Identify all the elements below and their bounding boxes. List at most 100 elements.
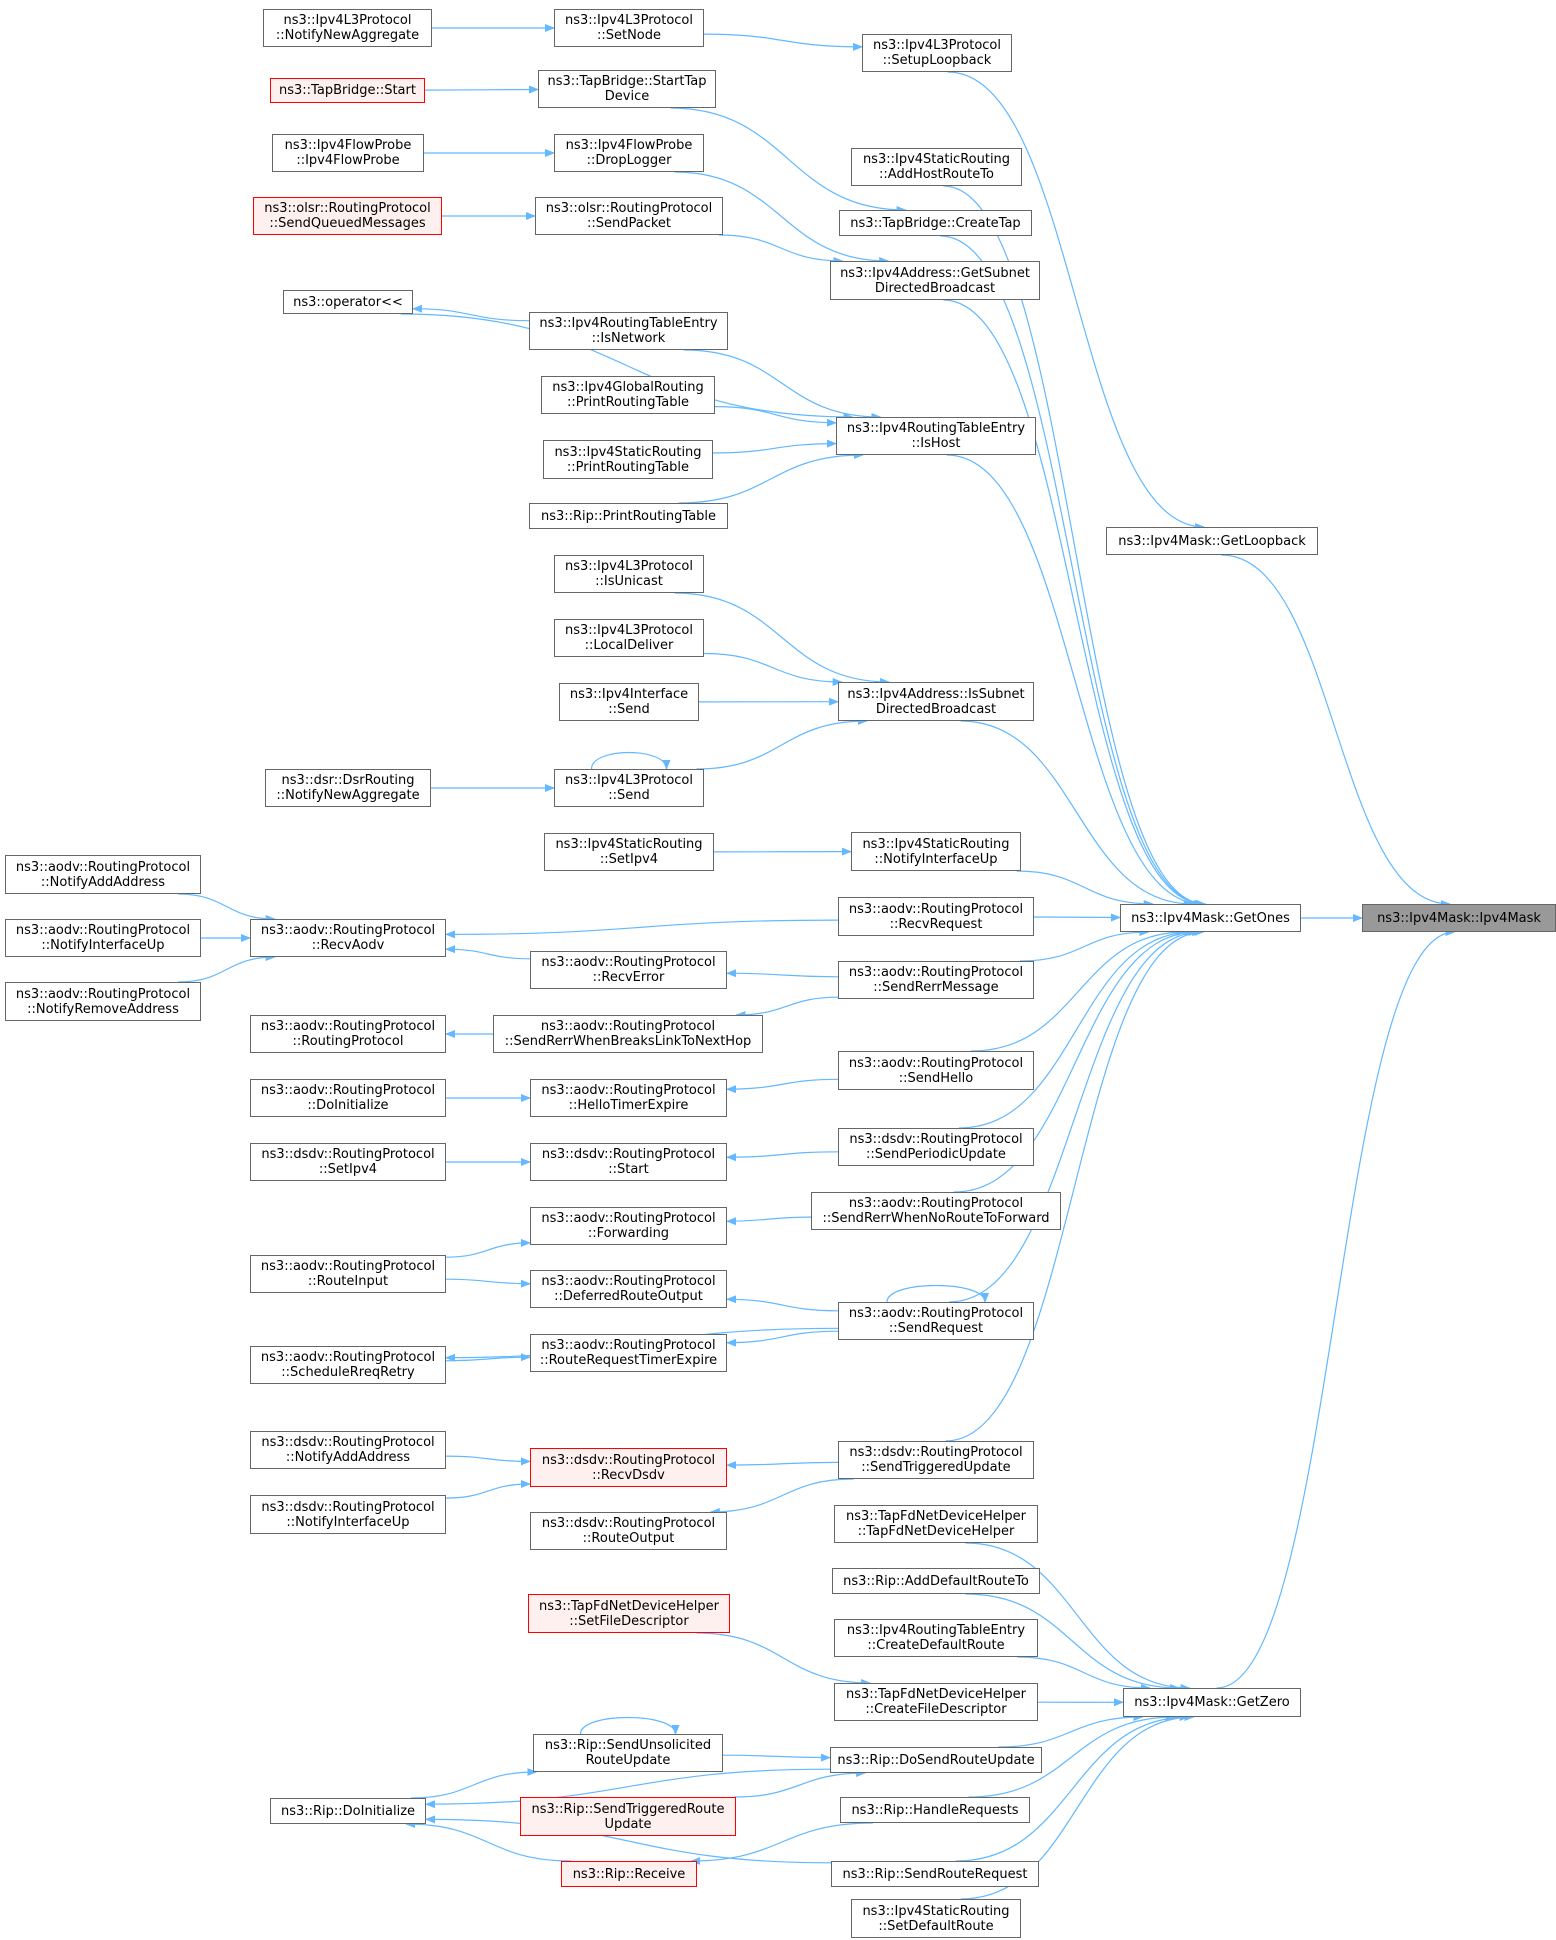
node-root[interactable]: ns3::Ipv4Mask::Ipv4Mask: [1362, 904, 1556, 932]
node-label-line: ns3::dsdv::RoutingProtocol: [849, 1132, 1023, 1147]
node-label: ns3::Ipv4RoutingTableEntry::IsHost: [847, 421, 1025, 451]
node-label: ns3::dsdv::RoutingProtocol::Start: [542, 1147, 715, 1177]
node-dsdvrecvdsdv[interactable]: ns3::dsdv::RoutingProtocol::RecvDsdv: [530, 1448, 727, 1487]
node-label: ns3::Rip::PrintRoutingTable: [541, 509, 716, 524]
node-globalprint[interactable]: ns3::Ipv4GlobalRouting::PrintRoutingTabl…: [541, 376, 715, 414]
node-aodvsendrerrnoroute[interactable]: ns3::aodv::RoutingProtocol::SendRerrWhen…: [811, 1192, 1061, 1230]
node-setnode[interactable]: ns3::Ipv4L3Protocol::SetNode: [554, 9, 704, 47]
node-label-line: ns3::Ipv4L3Protocol: [565, 773, 693, 788]
node-label: ns3::TapFdNetDeviceHelper::CreateFileDes…: [846, 1687, 1026, 1717]
node-dsdvnotifyup[interactable]: ns3::dsdv::RoutingProtocol::NotifyInterf…: [250, 1495, 446, 1534]
node-aodvhellotimer[interactable]: ns3::aodv::RoutingProtocol::HelloTimerEx…: [530, 1079, 727, 1117]
node-staticprint[interactable]: ns3::Ipv4StaticRouting::PrintRoutingTabl…: [543, 440, 713, 479]
node-label-line: ns3::Ipv4RoutingTableEntry: [539, 316, 718, 331]
node-addhostroute[interactable]: ns3::Ipv4StaticRouting::AddHostRouteTo: [851, 148, 1022, 186]
node-ishost[interactable]: ns3::Ipv4RoutingTableEntry::IsHost: [836, 417, 1036, 455]
node-tapfdctor[interactable]: ns3::TapFdNetDeviceHelper::TapFdNetDevic…: [834, 1505, 1038, 1543]
node-riphandlerequests[interactable]: ns3::Rip::HandleRequests: [840, 1797, 1030, 1823]
node-ifacesend[interactable]: ns3::Ipv4Interface::Send: [559, 683, 699, 721]
node-dsdvsendtriggered[interactable]: ns3::dsdv::RoutingProtocol::SendTriggere…: [838, 1441, 1034, 1479]
node-ripprint[interactable]: ns3::Rip::PrintRoutingTable: [529, 503, 728, 529]
node-ripreceive[interactable]: ns3::Rip::Receive: [561, 1861, 697, 1887]
node-label-line: ::DeferredRouteOutput: [554, 1289, 703, 1304]
edge-issubnetdb-to-getones: [960, 720, 1194, 908]
node-fpctor[interactable]: ns3::Ipv4FlowProbe::Ipv4FlowProbe: [272, 134, 424, 172]
edge-staticnotifyup-to-getones: [1016, 870, 1154, 908]
node-dsdvsetipv4[interactable]: ns3::dsdv::RoutingProtocol::SetIpv4: [250, 1143, 446, 1181]
node-aodvrecvaodv[interactable]: ns3::aodv::RoutingProtocol::RecvAodv: [250, 919, 446, 957]
node-aodvsendrerrbreaks[interactable]: ns3::aodv::RoutingProtocol::SendRerrWhen…: [493, 1015, 763, 1053]
node-tapfdsetfd[interactable]: ns3::TapFdNetDeviceHelper::SetFileDescri…: [528, 1594, 730, 1633]
node-label: ns3::Ipv4Mask::Ipv4Mask: [1377, 911, 1541, 926]
node-label: ns3::Rip::SendRouteRequest: [843, 1867, 1028, 1882]
node-l3send[interactable]: ns3::Ipv4L3Protocol::Send: [554, 769, 704, 807]
node-dsdvstart[interactable]: ns3::dsdv::RoutingProtocol::Start: [530, 1143, 727, 1181]
node-label-line: ::RecvDsdv: [592, 1467, 665, 1483]
node-aodvrecverror[interactable]: ns3::aodv::RoutingProtocol::RecvError: [530, 951, 727, 989]
edge-aodvrecverror-to-aodvrecvaodv: [445, 945, 531, 960]
node-getones[interactable]: ns3::Ipv4Mask::GetOnes: [1120, 904, 1301, 932]
node-staticsetdefault[interactable]: ns3::Ipv4StaticRouting::SetDefaultRoute: [851, 1899, 1021, 1938]
node-aodvschedule[interactable]: ns3::aodv::RoutingProtocol::ScheduleRreq…: [250, 1346, 446, 1384]
node-label-line: ::SendTriggeredUpdate: [861, 1460, 1011, 1475]
node-getzero[interactable]: ns3::Ipv4Mask::GetZero: [1123, 1688, 1301, 1717]
node-label-line: DirectedBroadcast: [874, 280, 996, 296]
node-label: ns3::aodv::RoutingProtocol::HelloTimerEx…: [541, 1083, 715, 1113]
node-aodvnotifyup[interactable]: ns3::aodv::RoutingProtocol::NotifyInterf…: [5, 919, 201, 957]
node-label: ns3::TapBridge::Start: [279, 83, 416, 98]
node-dsdvrouteoutput[interactable]: ns3::dsdv::RoutingProtocol::RouteOutput: [530, 1512, 727, 1550]
node-tapfdcreatefd[interactable]: ns3::TapFdNetDeviceHelper::CreateFileDes…: [834, 1683, 1038, 1721]
node-dsrnotify[interactable]: ns3::dsr::DsrRouting::NotifyNewAggregate: [265, 769, 431, 807]
node-staticnotifyup[interactable]: ns3::Ipv4StaticRouting::NotifyInterfaceU…: [851, 832, 1021, 871]
node-aodvroutereqtimer[interactable]: ns3::aodv::RoutingProtocol::RouteRequest…: [530, 1334, 727, 1372]
node-ripdosend[interactable]: ns3::Rip::DoSendRouteUpdate: [830, 1747, 1042, 1773]
edge-dsdvsendperiodic-to-getones: [958, 928, 1195, 1129]
edge-ripsendunsolicited-to-ripdosend: [722, 1753, 831, 1762]
node-aodvrecvrequest[interactable]: ns3::aodv::RoutingProtocol::RecvRequest: [838, 897, 1034, 936]
node-isnetwork[interactable]: ns3::Ipv4RoutingTableEntry::IsNetwork: [529, 312, 728, 350]
node-aodvdoinit[interactable]: ns3::aodv::RoutingProtocol::DoInitialize: [250, 1079, 446, 1117]
node-olsrsendpacket[interactable]: ns3::olsr::RoutingProtocol::SendPacket: [535, 197, 723, 235]
node-dsdvnotifyadd[interactable]: ns3::dsdv::RoutingProtocol::NotifyAddAdd…: [250, 1431, 446, 1469]
node-ripsendroutereq[interactable]: ns3::Rip::SendRouteRequest: [831, 1861, 1039, 1887]
node-rtecreatedefault[interactable]: ns3::Ipv4RoutingTableEntry::CreateDefaul…: [834, 1619, 1038, 1657]
node-ripadddefault[interactable]: ns3::Rip::AddDefaultRouteTo: [832, 1568, 1040, 1594]
edge-ripdosend-to-getzero: [998, 1713, 1144, 1748]
node-label: ns3::Rip::Receive: [573, 1867, 686, 1882]
node-isunicast[interactable]: ns3::Ipv4L3Protocol::IsUnicast: [554, 555, 704, 593]
node-label-line: ns3::Ipv4Address::GetSubnet: [840, 265, 1030, 281]
edge-l3send-to-issubnetdb: [696, 717, 868, 770]
node-opshift[interactable]: ns3::operator<<: [283, 290, 413, 314]
node-aodvsendrerr[interactable]: ns3::aodv::RoutingProtocol::SendRerrMess…: [838, 961, 1034, 999]
node-label-line: ns3::Ipv4Mask::GetOnes: [1131, 910, 1290, 926]
node-localdeliver[interactable]: ns3::Ipv4L3Protocol::LocalDeliver: [554, 619, 704, 657]
node-label-line: ns3::aodv::RoutingProtocol: [260, 1350, 436, 1365]
node-notifynewagg1[interactable]: ns3::Ipv4L3Protocol::NotifyNewAggregate: [263, 9, 432, 47]
node-label: ns3::dsdv::RoutingProtocol::RecvDsdv: [542, 1453, 715, 1483]
node-olsrsendqueued[interactable]: ns3::olsr::RoutingProtocol::SendQueuedMe…: [253, 197, 442, 235]
node-getloopback[interactable]: ns3::Ipv4Mask::GetLoopback: [1106, 527, 1318, 555]
node-ripdoinit[interactable]: ns3::Rip::DoInitialize: [270, 1798, 426, 1824]
node-aodvnotifyremove[interactable]: ns3::aodv::RoutingProtocol::NotifyRemove…: [5, 982, 201, 1021]
node-label-line: ns3::TapBridge::Start: [279, 83, 416, 98]
node-dsdvsendperiodic[interactable]: ns3::dsdv::RoutingProtocol::SendPeriodic…: [838, 1128, 1034, 1166]
node-aodvnotifyadd[interactable]: ns3::aodv::RoutingProtocol::NotifyAddAdd…: [5, 855, 201, 894]
node-tbstart[interactable]: ns3::TapBridge::Start: [270, 78, 425, 103]
node-aodvforwarding[interactable]: ns3::aodv::RoutingProtocol::Forwarding: [530, 1207, 727, 1245]
node-aodvsendrequest[interactable]: ns3::aodv::RoutingProtocol::SendRequest: [838, 1302, 1034, 1340]
node-createtap[interactable]: ns3::TapBridge::CreateTap: [839, 210, 1032, 236]
node-staticsetipv4[interactable]: ns3::Ipv4StaticRouting::SetIpv4: [544, 833, 714, 871]
node-aodvctor[interactable]: ns3::aodv::RoutingProtocol::RoutingProto…: [250, 1015, 446, 1053]
node-aodvsendhello[interactable]: ns3::aodv::RoutingProtocol::SendHello: [838, 1051, 1034, 1090]
node-aodvrouteinput[interactable]: ns3::aodv::RoutingProtocol::RouteInput: [250, 1255, 446, 1293]
node-aodvdeferred[interactable]: ns3::aodv::RoutingProtocol::DeferredRout…: [530, 1270, 727, 1308]
node-setuploopback[interactable]: ns3::Ipv4L3Protocol::SetupLoopback: [862, 34, 1012, 72]
node-fpdroplogger[interactable]: ns3::Ipv4FlowProbe::DropLogger: [554, 134, 704, 172]
